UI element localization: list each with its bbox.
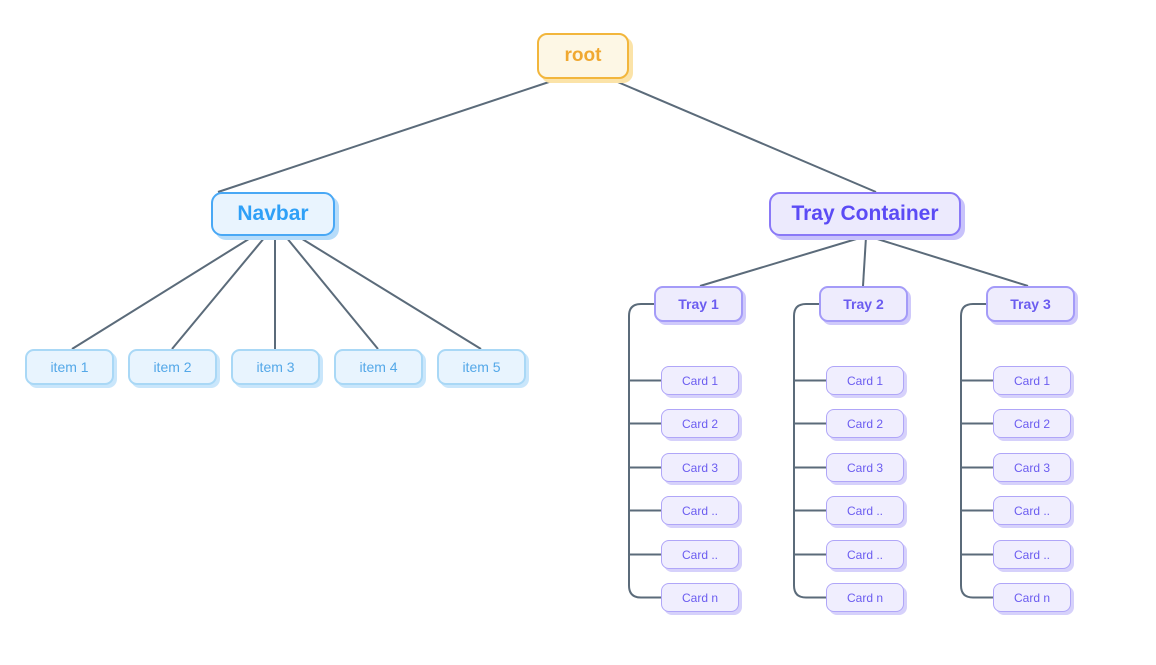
node-tray-3-card-1[interactable]: Card 1 <box>993 366 1071 395</box>
edge-tray-container-to-tray-3 <box>870 236 1029 287</box>
node-tray-2-card-5[interactable]: Card .. <box>826 540 904 569</box>
edge-navbar-to-item-2 <box>171 236 266 350</box>
node-tray-3[interactable]: Tray 3 <box>986 286 1075 322</box>
edge-navbar-to-item-4 <box>285 236 379 350</box>
node-tray-3-card-2[interactable]: Card 2 <box>993 409 1071 438</box>
node-tray-2-card-2[interactable]: Card 2 <box>826 409 904 438</box>
node-tray-2-card-3[interactable]: Card 3 <box>826 453 904 482</box>
node-tray-3-card-6[interactable]: Card n <box>993 583 1071 612</box>
edge-navbar-to-item-1 <box>71 236 253 350</box>
edge-root-to-navbar <box>217 79 556 193</box>
trunk-tray-1 <box>628 303 661 599</box>
trunk-tray-2 <box>793 303 826 599</box>
node-tray-2[interactable]: Tray 2 <box>819 286 908 322</box>
node-item-5[interactable]: item 5 <box>437 349 526 385</box>
node-navbar[interactable]: Navbar <box>211 192 335 236</box>
node-tray-1-card-4[interactable]: Card .. <box>661 496 739 525</box>
node-tray-1-card-6[interactable]: Card n <box>661 583 739 612</box>
edge-tray-container-to-tray-2 <box>862 236 867 287</box>
node-tray-container[interactable]: Tray Container <box>769 192 961 236</box>
node-item-1[interactable]: item 1 <box>25 349 114 385</box>
node-tray-1-card-3[interactable]: Card 3 <box>661 453 739 482</box>
node-item-2[interactable]: item 2 <box>128 349 217 385</box>
node-tray-2-card-4[interactable]: Card .. <box>826 496 904 525</box>
edge-tray-container-to-tray-1 <box>699 236 864 287</box>
node-tray-1-card-1[interactable]: Card 1 <box>661 366 739 395</box>
node-tray-3-card-4[interactable]: Card .. <box>993 496 1071 525</box>
node-tray-2-card-6[interactable]: Card n <box>826 583 904 612</box>
node-tray-3-card-3[interactable]: Card 3 <box>993 453 1071 482</box>
node-item-3[interactable]: item 3 <box>231 349 320 385</box>
trunk-tray-3 <box>960 303 993 599</box>
node-item-4[interactable]: item 4 <box>334 349 423 385</box>
edge-root-to-tray-container <box>612 79 877 193</box>
node-tray-2-card-1[interactable]: Card 1 <box>826 366 904 395</box>
edge-navbar-to-item-5 <box>298 236 482 350</box>
node-tray-1[interactable]: Tray 1 <box>654 286 743 322</box>
node-tray-1-card-2[interactable]: Card 2 <box>661 409 739 438</box>
node-tray-3-card-5[interactable]: Card .. <box>993 540 1071 569</box>
node-tray-1-card-5[interactable]: Card .. <box>661 540 739 569</box>
node-root[interactable]: root <box>537 33 629 79</box>
